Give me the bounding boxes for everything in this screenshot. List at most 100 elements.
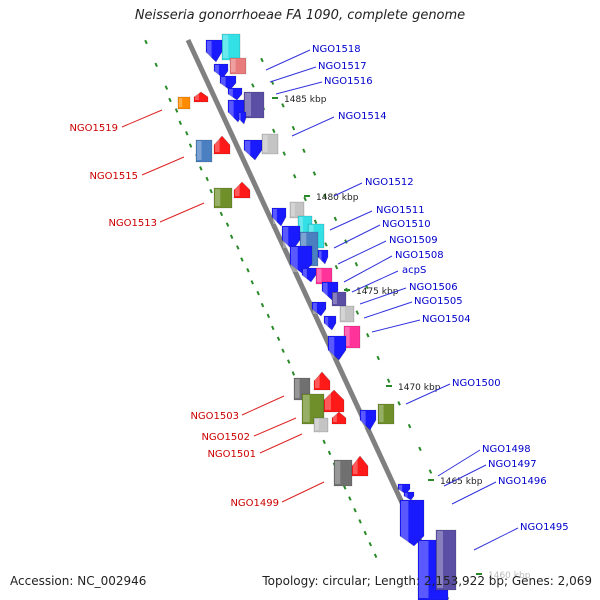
gene-highlight (273, 209, 277, 224)
gene-ngo1513-b (233, 181, 251, 199)
track-dot (291, 371, 296, 376)
track-dot (205, 176, 209, 182)
gene-highlight (303, 269, 307, 280)
gene-highlight (291, 203, 295, 216)
label-leader-line (343, 255, 393, 283)
track-dot (174, 108, 179, 113)
gene-label-ngo1509: NGO1509 (389, 235, 438, 246)
gene-highlight (333, 413, 337, 422)
gene-shape (193, 91, 209, 103)
gene-shape (313, 371, 331, 391)
track-dot (246, 268, 250, 273)
gene-ngo1505-a (311, 301, 327, 317)
gene-highlight (319, 251, 322, 262)
track-dot (354, 262, 359, 267)
gene-shape (281, 225, 301, 251)
gene-shape (333, 459, 353, 487)
gene-highlight (235, 183, 240, 196)
gene-ngo1505-b (339, 305, 355, 323)
gene-ngo1519-b (193, 91, 209, 103)
gene-shape (317, 249, 329, 265)
gene-highlight (179, 98, 183, 107)
gene-highlight (215, 137, 220, 152)
label-leader-line (265, 49, 311, 71)
gene-ngo1504-a (323, 315, 337, 331)
gene-highlight (315, 419, 319, 430)
track-dot (418, 446, 422, 452)
gene-ngo1500-a (359, 409, 377, 431)
track-dot (287, 359, 291, 364)
track-dot (292, 174, 297, 179)
gene-label-ngo1517: NGO1517 (318, 61, 367, 72)
label-leader-line (443, 464, 487, 487)
gene-highlight (221, 77, 226, 88)
gene-highlight (419, 541, 429, 598)
track-dot (386, 378, 391, 383)
gene-shape (213, 63, 229, 79)
gene-ngo1516-b (219, 75, 237, 91)
gene-highlight (361, 411, 366, 428)
gene-ngo1500-b (377, 403, 395, 425)
gene-highlight (283, 227, 289, 248)
gene-ngo1512-b (289, 201, 305, 219)
gene-shape (351, 455, 369, 477)
gene-ngo1514-a (243, 139, 263, 161)
gene-ngo1498 (397, 483, 411, 495)
label-leader-line (269, 66, 317, 83)
gene-ngo1508-a (289, 245, 313, 275)
track-dot (188, 143, 193, 148)
gene-highlight (291, 247, 298, 272)
gene-shape (243, 139, 263, 161)
gene-ngo1504-b (343, 325, 361, 349)
gene-highlight (197, 141, 202, 160)
gene-highlight (437, 531, 443, 588)
track-dot (250, 280, 254, 285)
label-leader-line (437, 449, 481, 477)
gene-ngo1517 (229, 57, 247, 75)
track-dot (353, 507, 357, 513)
gene-label-ngo1511: NGO1511 (376, 205, 425, 216)
gene-highlight (333, 293, 337, 304)
track-dot (363, 530, 368, 536)
track-dot (407, 423, 412, 429)
gene-highlight (215, 189, 221, 206)
track-dot (281, 348, 285, 353)
label-leader-line (159, 202, 205, 223)
track-dot (260, 57, 264, 63)
gene-shape (301, 267, 317, 283)
track-dot (260, 302, 265, 308)
gene-shape (213, 135, 231, 155)
track-dot (276, 336, 281, 341)
label-leader-line (351, 270, 399, 293)
gene-shape (229, 57, 247, 75)
track-dot (225, 222, 230, 227)
gene-highlight (399, 485, 403, 492)
track-dot (343, 485, 347, 490)
ruler-label: 1460 kbp (488, 571, 531, 581)
track-dot (209, 188, 213, 194)
track-dot (355, 310, 360, 315)
track-dot (266, 313, 271, 319)
ruler-label: 1475 kbp (356, 287, 399, 297)
label-leader-line (241, 395, 285, 416)
label-leader-line (281, 481, 325, 503)
gene-label-ngo1496: NGO1496 (498, 476, 547, 487)
gene-ngo1497 (403, 491, 415, 501)
gene-ngo1506-a (301, 267, 317, 283)
gene-label-ngo1506: NGO1506 (409, 282, 458, 293)
track-dot (144, 39, 148, 45)
gene-ngo1518-b (205, 39, 223, 63)
gene-highlight (229, 89, 233, 98)
gene-label-ngo1498: NGO1498 (482, 444, 531, 455)
gene-label-ngo1514: NGO1514 (338, 111, 387, 122)
track-dot (281, 103, 285, 108)
gene-highlight (207, 41, 212, 60)
track-dot (256, 290, 260, 296)
track-dot (366, 333, 370, 338)
gene-ngo1518 (221, 33, 241, 61)
gene-label-ngo1505: NGO1505 (414, 296, 463, 307)
track-dot (229, 234, 234, 239)
gene-shape (205, 39, 223, 63)
gene-ngo1501-b (331, 411, 347, 425)
